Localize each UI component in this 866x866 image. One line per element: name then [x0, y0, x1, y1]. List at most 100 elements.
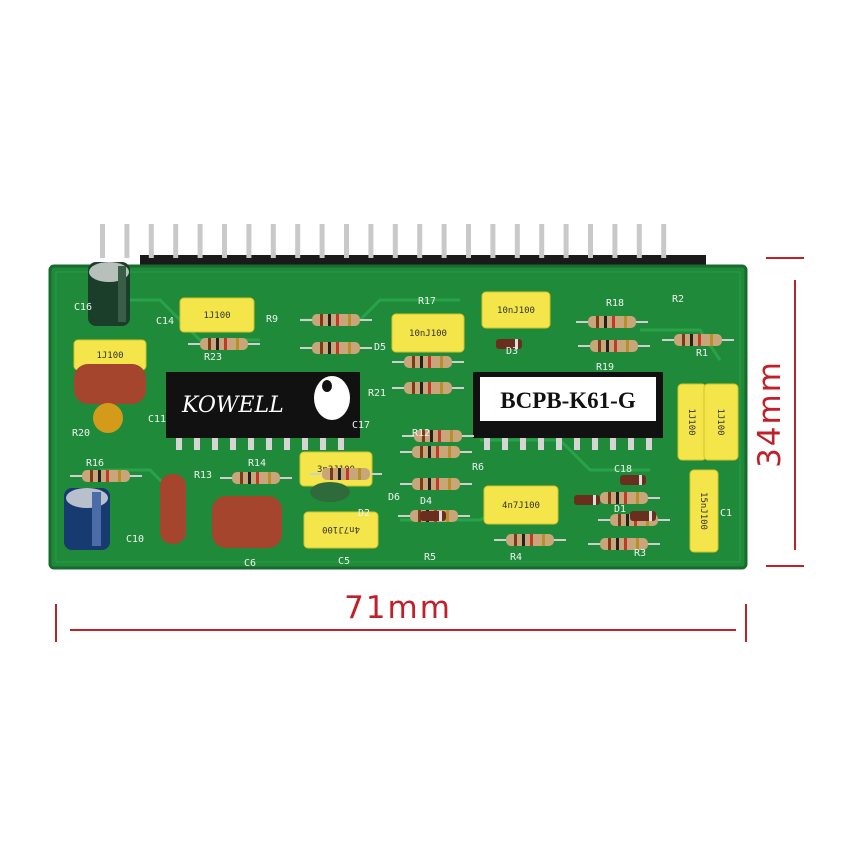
diode	[420, 511, 446, 521]
silkscreen-label: C16	[74, 302, 92, 313]
header-pin	[197, 224, 203, 258]
width-label: 71mm	[344, 590, 452, 626]
header-pin	[173, 224, 179, 258]
silkscreen-label: R5	[424, 552, 436, 563]
chip-pin	[230, 438, 236, 450]
silkscreen-label: R17	[418, 296, 436, 307]
header-pin	[222, 224, 227, 258]
chip-pin	[520, 438, 526, 450]
film-capacitor	[391, 313, 465, 353]
capacitor-label: 1J100	[96, 351, 123, 361]
film-capacitor	[689, 469, 719, 553]
film-capacitor	[179, 297, 255, 333]
chip-pin	[194, 438, 200, 450]
silkscreen-label: C18	[614, 464, 632, 475]
film-capacitor	[483, 485, 559, 525]
silkscreen-label: R3	[634, 548, 646, 559]
capacitor-label: 1J100	[686, 408, 696, 435]
header-pin	[344, 224, 349, 258]
silkscreen-label: R23	[204, 352, 222, 363]
header-pin	[441, 224, 447, 258]
capacitor-label: 1J100	[715, 408, 725, 435]
silkscreen-label: R14	[248, 458, 266, 469]
header-pin	[612, 224, 618, 258]
film-capacitor	[703, 383, 739, 461]
dimension-height	[766, 257, 804, 567]
chip-pin	[212, 438, 218, 450]
header-pin	[490, 224, 496, 258]
chip-pin	[502, 438, 508, 450]
capacitor-label: 15nJ100	[698, 492, 708, 530]
silkscreen-label: R21	[368, 388, 386, 399]
header-pin	[563, 224, 569, 258]
brand-watermark: KOWELL	[181, 376, 350, 420]
silkscreen-label: R1	[696, 348, 708, 359]
chip-pin	[628, 438, 634, 450]
diode	[620, 475, 646, 485]
chip-pin	[538, 438, 544, 450]
header-pin	[295, 224, 301, 258]
brand-label: KOWELL	[181, 393, 284, 418]
model-label-sticker: BCPB-K61-G	[480, 377, 656, 421]
diode	[574, 495, 600, 505]
chip-pin	[484, 438, 490, 450]
header-pin	[588, 224, 593, 258]
silkscreen-label: R12	[412, 428, 430, 439]
silkscreen-label: D6	[388, 492, 400, 503]
capacitor-label: 10nJ100	[497, 306, 535, 316]
header-pin	[246, 224, 252, 258]
silkscreen-label: R16	[86, 458, 104, 469]
silkscreen-label: D5	[374, 342, 386, 353]
film-capacitor	[303, 511, 379, 549]
header-pin	[100, 224, 105, 258]
chip-pin	[646, 438, 652, 450]
ceramic-capacitors	[74, 364, 350, 548]
silkscreen-label: R9	[266, 314, 278, 325]
dimension-width	[55, 604, 747, 642]
silkscreen-label: R4	[510, 552, 522, 563]
silkscreen-label: D3	[506, 346, 518, 357]
chip-pin	[302, 438, 308, 450]
chip-pin	[284, 438, 290, 450]
silkscreen-label: C14	[156, 316, 174, 327]
silkscreen-label: C11	[148, 414, 166, 425]
diode	[630, 511, 656, 521]
chip-pin	[338, 438, 344, 450]
capacitor-label: 10nJ100	[409, 329, 447, 339]
height-label: 34mm	[752, 360, 788, 468]
chip-pin	[248, 438, 254, 450]
capacitor-label: 4n7J100	[502, 501, 540, 511]
silkscreen-label: R20	[72, 428, 90, 439]
chip-pin	[266, 438, 272, 450]
film-capacitor	[481, 291, 551, 329]
header-pin	[392, 224, 398, 258]
chip-pin	[556, 438, 562, 450]
header-pin	[636, 224, 642, 258]
silkscreen-label: R13	[194, 470, 212, 481]
silkscreen-label: C5	[338, 556, 350, 567]
silkscreen-label: C6	[244, 558, 256, 569]
model-label: BCPB-K61-G	[500, 388, 636, 413]
electrolytic-capacitor-top	[88, 262, 130, 326]
silkscreen-label: R6	[472, 462, 484, 473]
chip-pin	[574, 438, 580, 450]
capacitor-label: 4n7J100	[322, 524, 360, 534]
silkscreen-label: C1	[720, 508, 732, 519]
diodes	[420, 339, 656, 521]
silkscreen-label: D4	[420, 496, 432, 507]
silkscreen-label: C10	[126, 534, 144, 545]
header-pin	[124, 224, 130, 258]
header-pin	[319, 224, 325, 258]
chip-pin	[320, 438, 326, 450]
header-pin	[417, 224, 423, 258]
electrolytic-capacitor-bottom	[64, 488, 110, 550]
header-pin	[661, 224, 667, 258]
silkscreen-label: D2	[358, 508, 370, 519]
silkscreen-label: D1	[614, 504, 626, 515]
header-pin	[270, 224, 276, 258]
silkscreen-label: R18	[606, 298, 624, 309]
header-pin	[539, 224, 545, 258]
header-pin	[466, 224, 471, 258]
